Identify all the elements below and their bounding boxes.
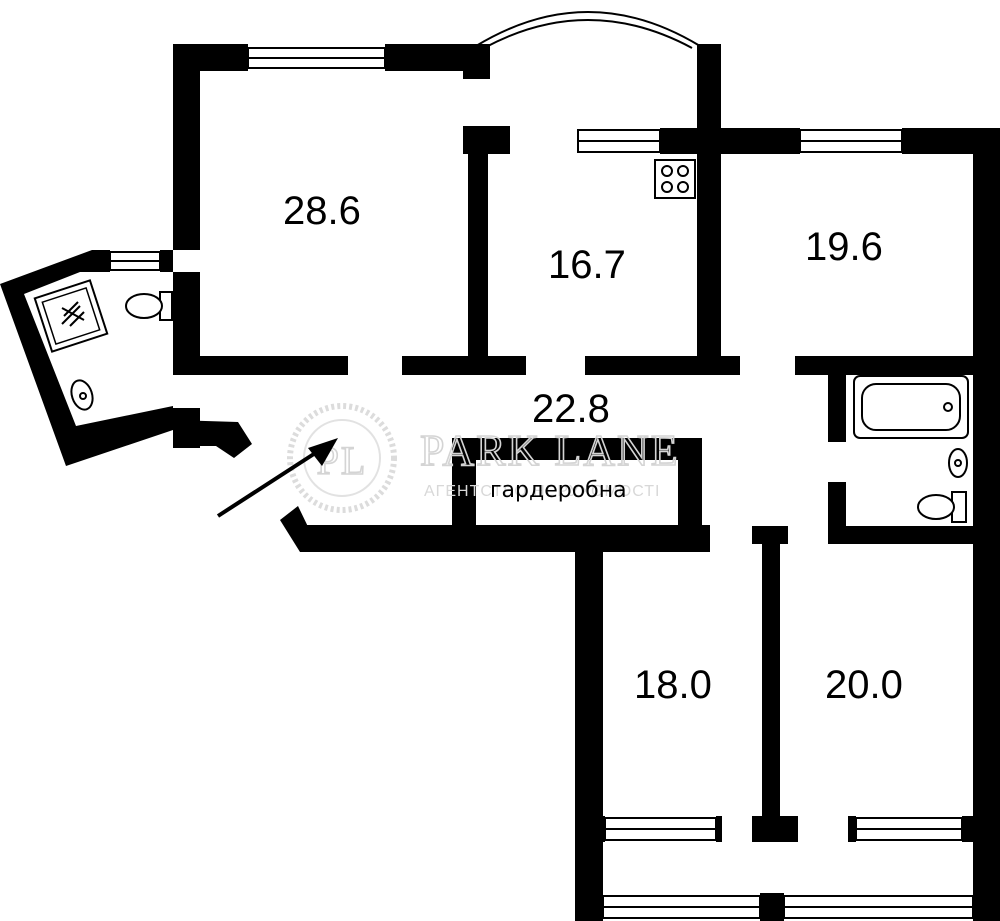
wall-bottom-left-lower-b — [716, 816, 722, 842]
wall-balcony-center — [760, 893, 784, 921]
wall-bottom-left-left — [575, 540, 603, 921]
wall-top-left-bottom — [173, 356, 348, 375]
wall-top-right-top-a — [697, 128, 800, 154]
wall-bedrooms-divider-block — [752, 816, 798, 842]
wall-bottom-right-top — [828, 526, 1000, 544]
room-area-hallway: 22.8 — [532, 387, 610, 431]
wall-bottom-left-lower-a — [575, 816, 605, 842]
wall-top-left-corner — [463, 44, 490, 79]
wall-wc-right-upper — [160, 250, 173, 272]
bathroom-toilet-icon — [917, 491, 967, 523]
room-area-kitchen: 16.7 — [548, 243, 626, 287]
wall-bottom-right-lower-a — [848, 816, 856, 842]
bathtub-icon — [853, 375, 969, 439]
bathroom-sink-icon — [948, 448, 968, 478]
stove-icon — [654, 159, 696, 199]
wall-bottom-left-top — [575, 525, 710, 552]
room-area-bottom-left: 18.0 — [634, 663, 712, 707]
wall-wc-outer — [0, 250, 173, 466]
room-area-bottom-right: 20.0 — [825, 663, 903, 707]
watermark-seal — [287, 403, 397, 513]
wall-kitchen-left — [468, 126, 488, 375]
wall-bedrooms-divider — [762, 526, 780, 841]
wall-bedrooms-divider-top — [752, 526, 788, 544]
shower-icon — [33, 279, 109, 353]
wall-kitchen-bottom — [402, 356, 526, 375]
toilet-icon — [125, 291, 173, 321]
walls — [0, 44, 1000, 921]
wall-wardrobe-top — [452, 438, 702, 460]
wall-hall-mid-bottom — [585, 356, 740, 375]
entrance-arrow-icon — [216, 438, 338, 518]
wall-entrance-right — [280, 506, 312, 552]
wall-top-left-left-a — [173, 44, 200, 250]
room-area-top-left: 28.6 — [283, 189, 361, 233]
bay-window — [475, 11, 701, 49]
watermark-brand: PARK LANE — [420, 426, 680, 475]
room-area-top-right: 19.6 — [805, 225, 883, 269]
windows — [109, 47, 974, 919]
wall-bath-left-a — [828, 356, 846, 442]
wall-kitchen-right — [697, 44, 721, 375]
wall-entrance-left-b — [173, 420, 252, 458]
wardrobe-label: гардеробна — [490, 478, 627, 503]
wall-bottom-right-lower-b — [962, 816, 1000, 842]
sink-icon — [70, 379, 94, 411]
wall-hall-right-bottom — [795, 356, 1000, 375]
wall-top-right-right — [973, 128, 1000, 921]
watermark-tagline: АГЕНТСТВО НЕРУХОМОСТІ — [424, 483, 660, 500]
